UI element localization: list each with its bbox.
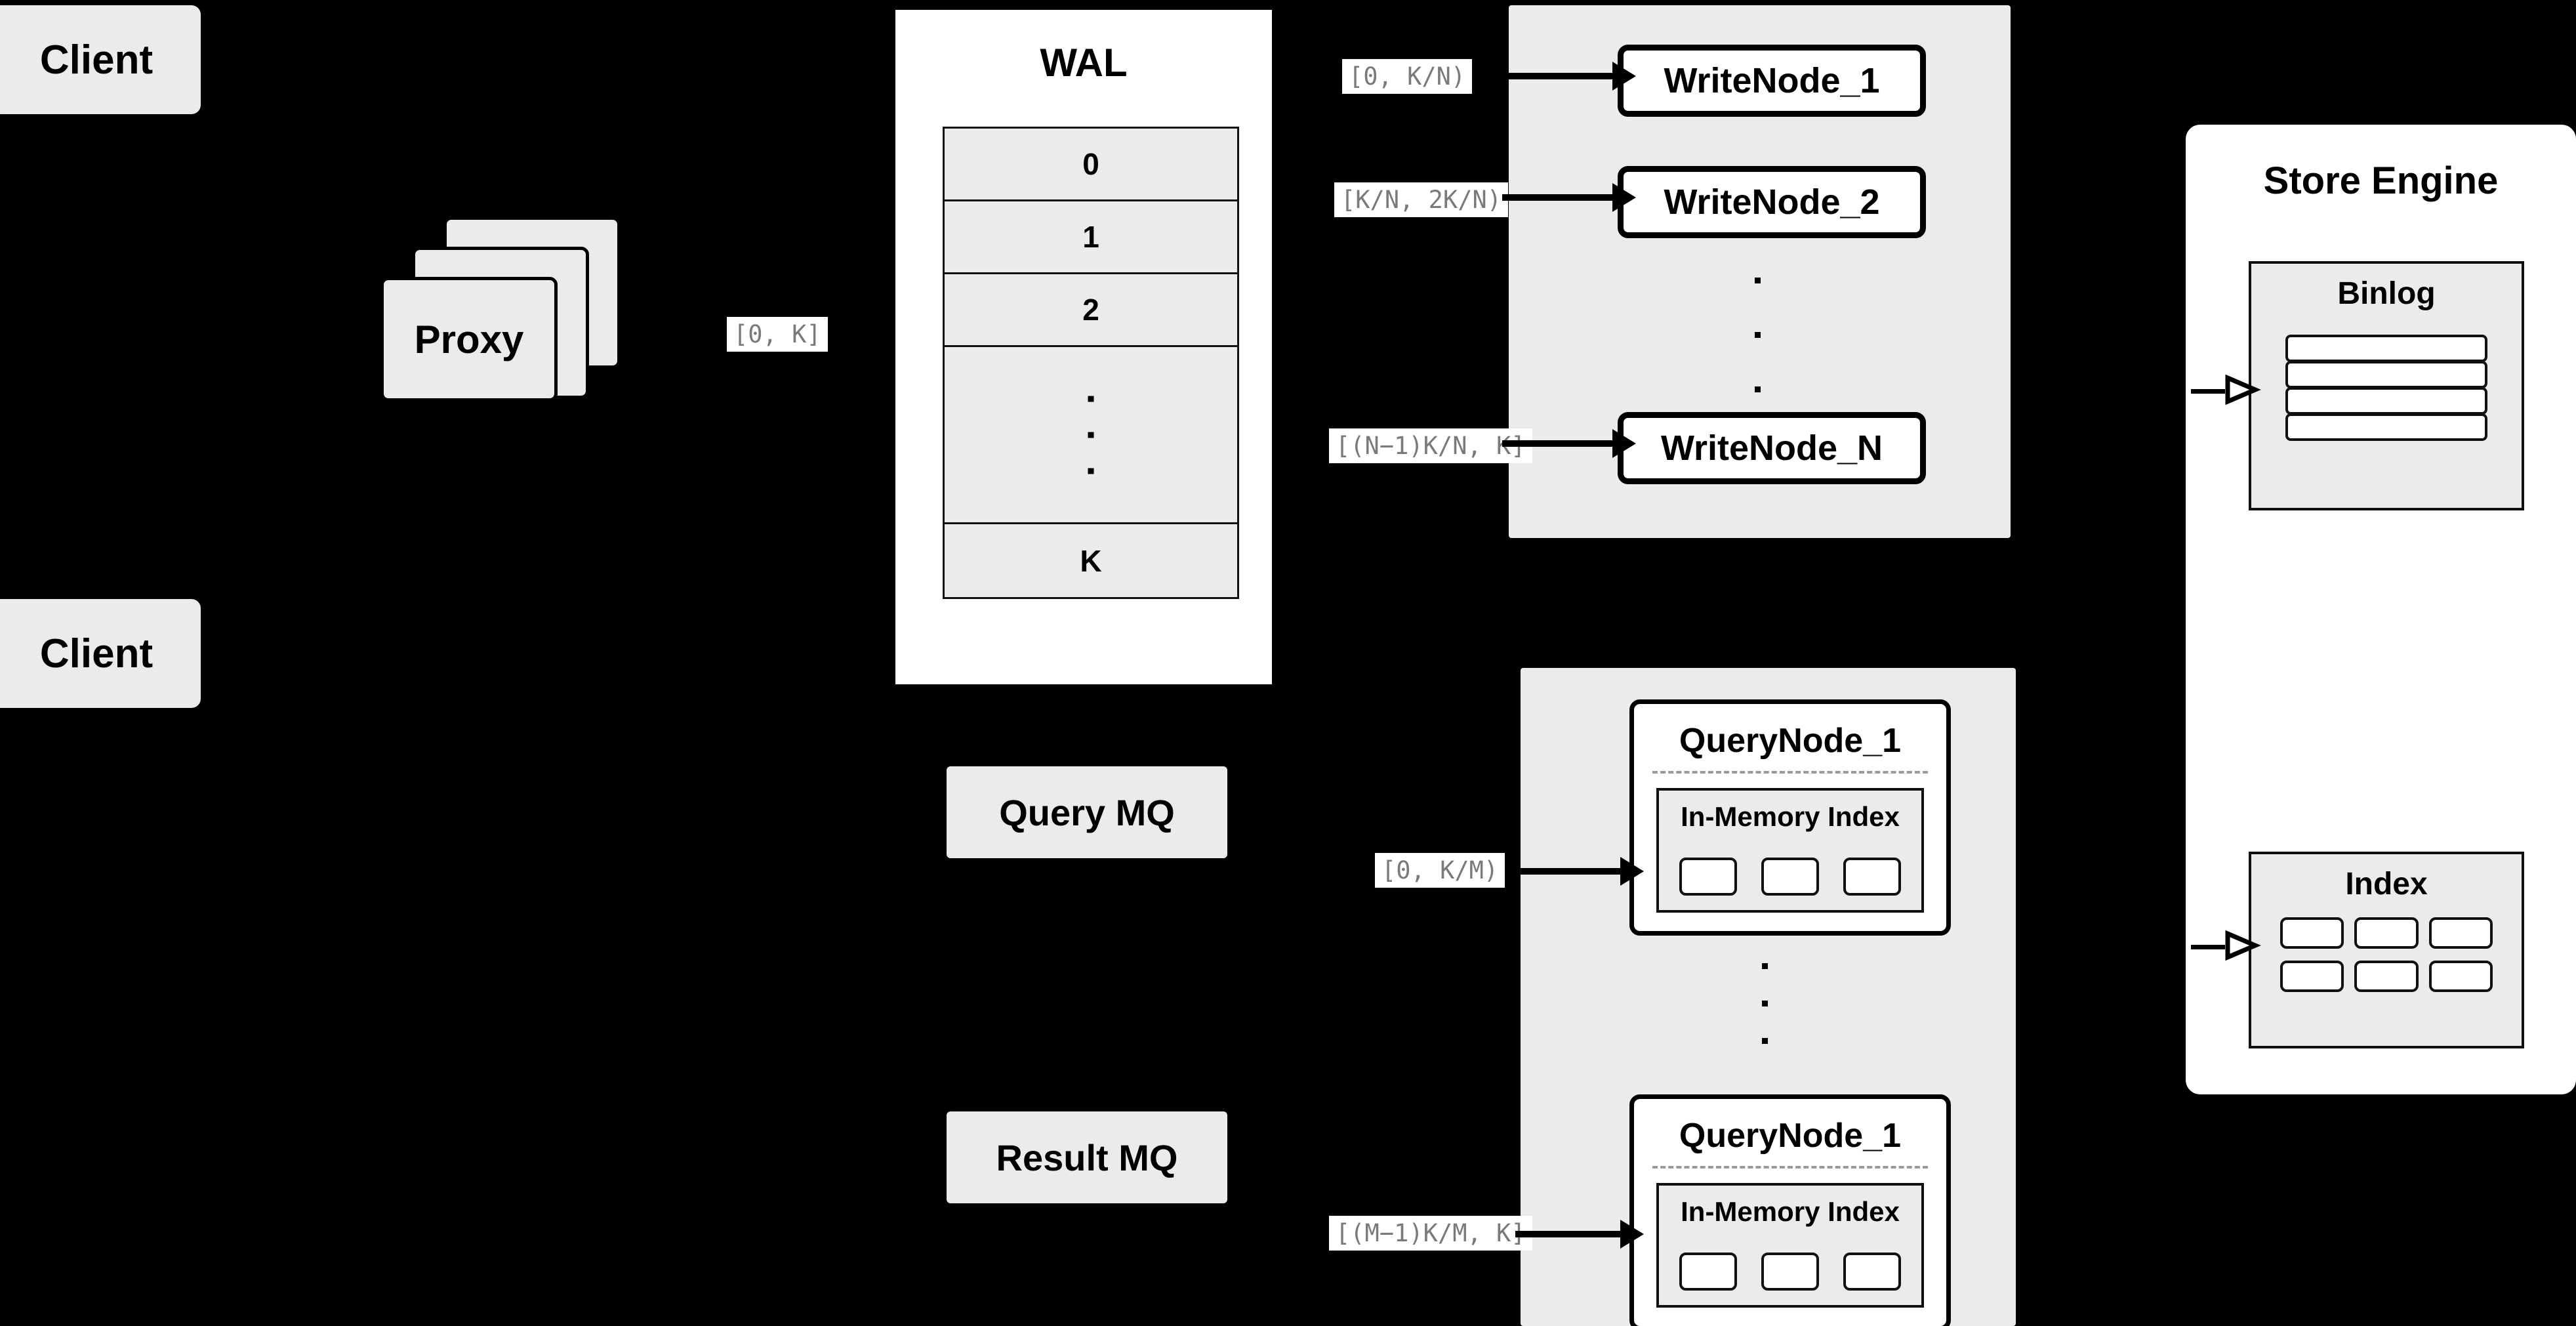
index-cell (2280, 961, 2344, 992)
write-node-n[interactable]: WriteNode_N (1618, 412, 1926, 484)
vertical-ellipsis-icon (1088, 396, 1094, 474)
client-box-2[interactable]: Client (0, 599, 201, 708)
index-slot (1843, 858, 1901, 896)
index-box: Index (2249, 852, 2524, 1048)
index-cell (2428, 961, 2493, 992)
index-slot (1761, 858, 1819, 896)
interval-tag-query-2: [(M−1)K/M, K] (1329, 1216, 1532, 1251)
in-memory-index-1-slots (1673, 858, 1907, 896)
binlog-row (2285, 361, 2487, 388)
query-node-2-title: QueryNode_1 (1679, 1117, 1902, 1155)
binlog-row-list (2285, 335, 2487, 441)
interval-tag-proxy: [0, K] (727, 317, 828, 352)
binlog-row (2285, 387, 2487, 415)
hollow-arrowhead-icon (2225, 930, 2261, 961)
arrow-to-write-node-n (1502, 429, 1636, 458)
index-cell (2280, 917, 2344, 949)
in-memory-index-2: In-Memory Index (1656, 1183, 1924, 1308)
query-node-1-title: QueryNode_1 (1679, 722, 1902, 760)
index-cell (2354, 917, 2419, 949)
proxy-label: Proxy (414, 317, 524, 362)
wal-row: K (945, 524, 1237, 597)
wal-panel: WAL 0 1 2 K (891, 5, 1277, 689)
write-node-2-label: WriteNode_2 (1664, 182, 1880, 222)
arrow-to-write-node-1 (1502, 62, 1636, 91)
arrow-to-query-node-2 (1515, 1220, 1644, 1249)
index-cell-grid (2280, 917, 2493, 992)
arrow-to-index (2191, 930, 2261, 961)
write-node-n-label: WriteNode_N (1660, 428, 1883, 468)
store-engine-title: Store Engine (2263, 159, 2499, 202)
binlog-row (2285, 413, 2487, 441)
query-node-cluster: QueryNode_1 In-Memory Index QueryNode_1 … (1521, 668, 2016, 1326)
wal-row: 1 (945, 201, 1237, 274)
vertical-ellipsis-icon (1762, 963, 1768, 1044)
interval-tag-write-1: [0, K/N) (1342, 59, 1473, 94)
query-node-1-divider (1652, 771, 1928, 774)
index-slot (1679, 858, 1738, 896)
index-slot (1761, 1253, 1819, 1291)
query-mq-box[interactable]: Query MQ (947, 766, 1227, 858)
interval-tag-write-n: [(N−1)K/N, K] (1329, 428, 1532, 464)
write-node-2[interactable]: WriteNode_2 (1618, 166, 1926, 238)
wal-title: WAL (1040, 41, 1128, 85)
result-mq-label: Result MQ (996, 1136, 1178, 1178)
wal-row-table: 0 1 2 K (943, 127, 1239, 599)
in-memory-index-1-title: In-Memory Index (1681, 801, 1900, 832)
query-node-2-divider (1652, 1166, 1928, 1169)
client-label-1: Client (39, 37, 153, 83)
arrow-to-query-node-1 (1515, 857, 1644, 886)
index-cell (2354, 961, 2419, 992)
proxy-stack[interactable]: Proxy (380, 217, 689, 433)
write-node-cluster: WriteNode_1 WriteNode_2 WriteNode_N (1509, 5, 2011, 538)
store-engine-panel: Store Engine Binlog Index (2186, 125, 2576, 1094)
binlog-box: Binlog (2249, 261, 2524, 510)
query-node-1[interactable]: QueryNode_1 In-Memory Index (1629, 699, 1951, 936)
in-memory-index-2-slots (1673, 1253, 1907, 1291)
client-box-1[interactable]: Client (0, 5, 201, 114)
in-memory-index-1: In-Memory Index (1656, 788, 1924, 913)
result-mq-box[interactable]: Result MQ (947, 1111, 1227, 1203)
proxy-card-front[interactable]: Proxy (380, 277, 558, 402)
arrow-to-binlog (2191, 374, 2261, 405)
interval-tag-query-1: [0, K/M) (1375, 853, 1505, 888)
index-slot (1679, 1253, 1738, 1291)
in-memory-index-2-title: In-Memory Index (1681, 1196, 1900, 1227)
index-cell (2428, 917, 2493, 949)
hollow-arrowhead-icon (2225, 374, 2261, 405)
index-title: Index (2345, 867, 2428, 901)
write-node-1[interactable]: WriteNode_1 (1618, 45, 1926, 117)
query-node-2[interactable]: QueryNode_1 In-Memory Index (1629, 1094, 1951, 1326)
binlog-row (2285, 335, 2487, 362)
vertical-ellipsis-icon (1755, 278, 1761, 392)
client-label-2: Client (39, 631, 153, 676)
wal-row: 2 (945, 274, 1237, 347)
query-mq-label: Query MQ (999, 791, 1175, 833)
write-node-1-label: WriteNode_1 (1664, 61, 1880, 100)
interval-tag-write-2: [K/N, 2K/N) (1334, 182, 1509, 218)
index-slot (1843, 1253, 1901, 1291)
binlog-title: Binlog (2337, 276, 2436, 311)
wal-row-ellipsis (945, 347, 1237, 524)
wal-row: 0 (945, 129, 1237, 201)
arrow-to-write-node-2 (1502, 183, 1636, 212)
